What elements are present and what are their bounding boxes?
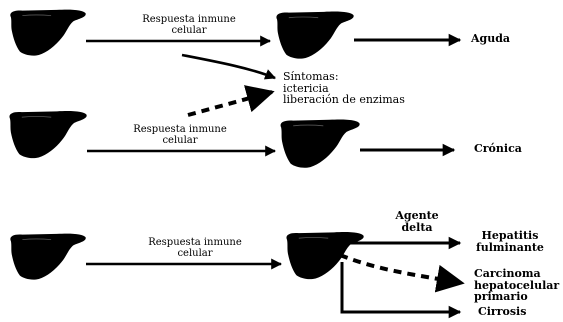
pathway-label-row1: Respuesta inmune celular [124, 15, 254, 36]
liver-icon [281, 119, 360, 167]
pathway-label-line1: Respuesta inmune [115, 125, 245, 136]
outcome-cirrosis: Cirrosis [478, 306, 526, 318]
outcome-aguda: Aguda [471, 33, 510, 45]
pathway-label-row3: Respuesta inmune celular [130, 238, 260, 259]
outcome-line1: Carcinoma [474, 268, 559, 280]
symptoms-list: Síntomas: ictericia liberación de enzima… [283, 71, 405, 106]
pathway-label-row2: Respuesta inmune celular [115, 125, 245, 146]
liver-icon [286, 232, 363, 279]
liver-icon [9, 111, 86, 158]
symptom-enzimas: liberación de enzimas [283, 94, 405, 106]
pathway-label-line2: celular [130, 249, 260, 260]
dashed-arrow-carcinoma [340, 255, 462, 283]
dashed-arrow-to-symptoms [188, 92, 272, 115]
pathway-label-line1: Respuesta inmune [130, 238, 260, 249]
outcome-line2: fulminante [476, 242, 544, 254]
outcome-carcinoma: Carcinoma hepatocelular primario [474, 268, 559, 303]
outcome-hepatitis-fulminante: Hepatitis fulminante [476, 230, 544, 253]
pathway-label-line2: celular [115, 136, 245, 147]
liver-icon [10, 10, 85, 56]
branch-label-line1: Agente [392, 210, 442, 222]
pathway-label-line1: Respuesta inmune [124, 15, 254, 26]
outcome-line1: Hepatitis [476, 230, 544, 242]
branch-label-line2: delta [392, 222, 442, 234]
liver-icon [276, 12, 353, 59]
outcome-cronica: Crónica [474, 143, 522, 155]
symptoms-heading: Síntomas: [283, 71, 405, 83]
arrow-to-symptoms [182, 55, 275, 78]
arrow-cirrosis [342, 262, 460, 312]
branch-label-agente-delta: Agente delta [392, 210, 442, 233]
pathway-label-line2: celular [124, 26, 254, 37]
liver-icon [10, 234, 85, 280]
outcome-line3: primario [474, 291, 559, 303]
